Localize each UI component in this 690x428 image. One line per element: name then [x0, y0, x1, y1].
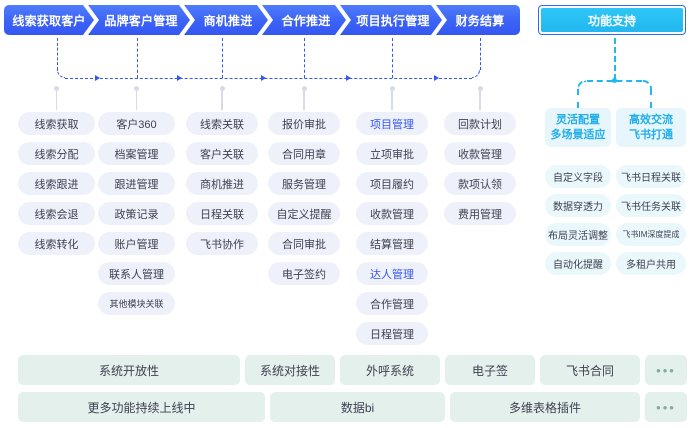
support-trunk-line — [613, 38, 616, 80]
feature-pill[interactable]: 费用管理 — [444, 202, 516, 225]
stage-connector-5 — [392, 38, 393, 78]
support-branch-2 — [650, 89, 652, 108]
bottom-bar-item[interactable]: 更多功能持续上线中 — [18, 392, 265, 422]
bus-corner-right — [472, 70, 480, 78]
flow-stage-1[interactable]: 线索获取客户 — [4, 5, 94, 35]
flow-stage-2[interactable]: 品牌客户管理 — [88, 5, 190, 35]
support-pill[interactable]: 自定义字段 — [545, 165, 611, 188]
flow-stage-4[interactable]: 合作推进 — [262, 5, 346, 35]
feature-pill[interactable]: 项目履约 — [356, 172, 428, 195]
support-corner-right — [643, 80, 652, 89]
feature-pill[interactable]: 收款管理 — [444, 142, 516, 165]
flow-stage-3[interactable]: 商机推进 — [184, 5, 268, 35]
support-card-line: 高效交流 — [629, 113, 673, 126]
column-drop-dot-3 — [219, 86, 225, 91]
feature-pill[interactable]: 商机推进 — [186, 172, 258, 195]
column-drop-4 — [303, 88, 305, 110]
feature-pill[interactable]: 线索获取 — [18, 112, 95, 135]
column-drop-dot-2 — [134, 86, 139, 91]
support-pill[interactable]: 多租户共用 — [616, 252, 686, 275]
stage-connector-2 — [136, 38, 138, 78]
feature-pill[interactable]: 账户管理 — [98, 232, 175, 255]
feature-pill[interactable]: 联系人管理 — [98, 262, 175, 285]
feature-pill[interactable]: 合同用章 — [268, 142, 340, 165]
feature-pill[interactable]: 电子签约 — [268, 262, 340, 285]
support-pill[interactable]: 数据穿透力 — [545, 194, 611, 217]
column-drop-6 — [479, 88, 481, 110]
support-pill[interactable]: 自动化提醒 — [545, 252, 611, 275]
bus-arrow-1 — [94, 75, 100, 81]
bottom-bar-item[interactable]: 系统开放性 — [18, 355, 240, 385]
feature-pill[interactable]: 达人管理 — [356, 262, 428, 285]
feature-pill[interactable]: 收款管理 — [356, 202, 428, 225]
bottom-bar-item[interactable]: 电子签 — [445, 355, 535, 385]
bottom-bar-item[interactable]: 飞书合同 — [540, 355, 640, 385]
feature-pill[interactable]: 合同审批 — [268, 232, 340, 255]
feature-pill[interactable]: 其他模块关联 — [98, 292, 175, 315]
feature-pill[interactable]: 结算管理 — [356, 232, 428, 255]
support-pill[interactable]: 飞书日程关联 — [616, 165, 686, 188]
bottom-bar-item[interactable]: 多维表格插件 — [450, 392, 640, 422]
feature-pill[interactable]: 日程关联 — [186, 202, 258, 225]
feature-pill[interactable]: 款项认领 — [444, 172, 516, 195]
support-card-line: 飞书打通 — [629, 128, 673, 141]
support-corner-left — [577, 80, 586, 89]
support-card-line: 灵活配置 — [556, 113, 600, 126]
support-card[interactable]: 高效交流飞书打通 — [616, 108, 686, 147]
feature-pill[interactable]: 客户360 — [98, 112, 175, 135]
feature-pill[interactable]: 报价审批 — [268, 112, 340, 135]
feature-pill[interactable]: 服务管理 — [268, 172, 340, 195]
flow-stage-5[interactable]: 项目执行管理 — [340, 5, 442, 35]
column-drop-1 — [55, 88, 58, 110]
feature-pill[interactable]: 线索关联 — [186, 112, 258, 135]
support-pill[interactable]: 飞书任务关联 — [616, 194, 686, 217]
more-options-button[interactable]: ••• — [645, 355, 687, 385]
bus-horizontal-line — [64, 78, 472, 79]
column-drop-dot-1 — [54, 86, 59, 91]
feature-pill[interactable]: 日程管理 — [356, 322, 428, 345]
bottom-bar-item[interactable]: 系统对接性 — [245, 355, 335, 385]
support-pill[interactable]: 飞书IM深度提成 — [616, 223, 686, 246]
bus-arrow-3 — [261, 75, 266, 81]
column-drop-3 — [221, 88, 223, 110]
stage-connector-6 — [480, 38, 481, 70]
feature-pill[interactable]: 合作管理 — [356, 292, 428, 315]
feature-pill[interactable]: 政策记录 — [98, 202, 175, 225]
support-branch-1 — [577, 89, 579, 108]
bus-arrow-5 — [434, 75, 439, 81]
column-drop-2 — [135, 88, 138, 110]
column-drop-5 — [391, 88, 393, 110]
bus-arrow-4 — [346, 75, 351, 81]
feature-pill[interactable]: 档案管理 — [98, 142, 175, 165]
stage-connector-3 — [222, 38, 223, 78]
support-header[interactable]: 功能支持 — [538, 5, 686, 35]
feature-pill[interactable]: 回款计划 — [444, 112, 516, 135]
bottom-bar-item[interactable]: 数据bi — [270, 392, 445, 422]
flow-stage-6[interactable]: 财务结算 — [436, 5, 520, 35]
support-card[interactable]: 灵活配置多场景适应 — [545, 108, 611, 147]
feature-pill[interactable]: 线索跟进 — [18, 172, 95, 195]
more-options-button[interactable]: ••• — [645, 392, 687, 422]
column-drop-dot-5 — [389, 86, 395, 91]
column-drop-dot-4 — [301, 86, 307, 91]
feature-pill[interactable]: 线索会退 — [18, 202, 95, 225]
support-header-label: 功能支持 — [541, 8, 683, 32]
support-pill[interactable]: 布局灵活调整 — [545, 223, 611, 246]
feature-pill[interactable]: 客户关联 — [186, 142, 258, 165]
feature-pill[interactable]: 飞书协作 — [186, 232, 258, 255]
stage-connector-1 — [56, 38, 58, 70]
feature-pill[interactable]: 项目管理 — [356, 112, 428, 135]
bus-corner-left — [56, 70, 65, 78]
support-card-line: 多场景适应 — [550, 128, 606, 141]
column-drop-dot-6 — [477, 86, 483, 91]
stage-connector-4 — [304, 38, 305, 78]
support-bus-line — [587, 80, 642, 82]
feature-pill[interactable]: 线索转化 — [18, 232, 95, 255]
bus-arrow-2 — [177, 75, 183, 81]
feature-pill[interactable]: 立项审批 — [356, 142, 428, 165]
feature-pill[interactable]: 自定义提醒 — [268, 202, 340, 225]
bottom-bar-item[interactable]: 外呼系统 — [340, 355, 440, 385]
feature-pill[interactable]: 跟进管理 — [98, 172, 175, 195]
feature-pill[interactable]: 线索分配 — [18, 142, 95, 165]
